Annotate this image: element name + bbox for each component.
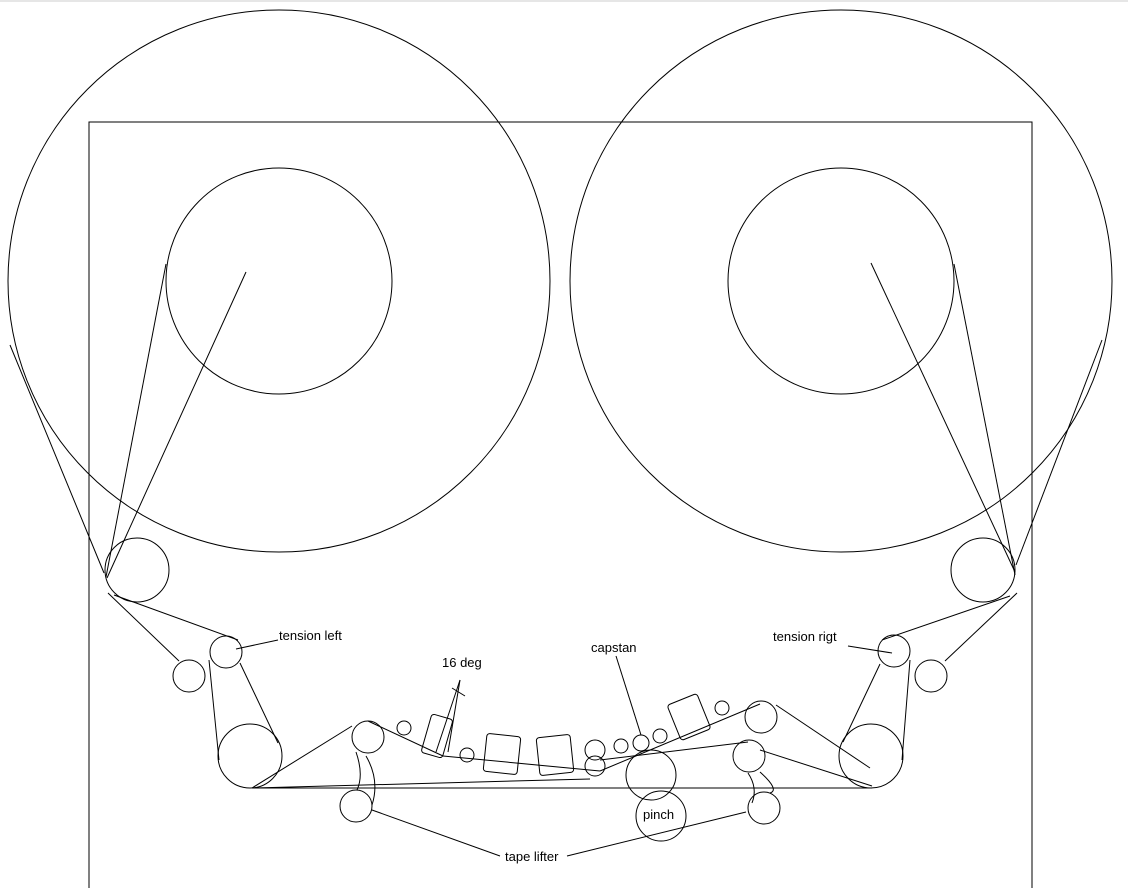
pinch-roller: [636, 791, 686, 841]
tape-path-line: [843, 664, 880, 742]
playback-head: [536, 734, 574, 775]
left-hub-tangent-line: [106, 264, 166, 577]
capstan-flywheel: [626, 750, 676, 800]
tension-left-label: tension left: [279, 628, 342, 643]
right-guide-roller: [951, 538, 1015, 602]
right-lifter-roller-lower: [748, 792, 780, 824]
left-idler-roller: [173, 660, 205, 692]
tape-path-line: [108, 593, 179, 661]
left-tension-roller: [210, 636, 242, 668]
tape-path-line: [760, 750, 872, 786]
left-lifter-roller-upper: [352, 721, 384, 753]
tape-lifter-leader-left: [372, 810, 500, 856]
angle-leader-line: [436, 680, 460, 752]
left-reel-radius-line: [107, 272, 246, 578]
tape-lifter-label: tape lifter: [505, 849, 559, 864]
right-reel-tangent-line: [1016, 340, 1102, 565]
capstan-label: capstan: [591, 640, 637, 655]
left-reel-hub: [166, 168, 392, 394]
tape-path-line: [882, 596, 1010, 640]
right-idler-roller: [915, 660, 947, 692]
tape-path-line: [945, 593, 1017, 661]
tape-lifter-leader-right: [567, 812, 746, 856]
tape-path-line: [240, 663, 278, 743]
right-reel-outer: [570, 10, 1112, 552]
tension-right-leader: [848, 646, 892, 653]
angle-arc-tick: [452, 688, 465, 696]
left-lifter-arc: [356, 752, 360, 790]
tape-path-line: [114, 595, 238, 640]
small-guide: [397, 721, 411, 735]
right-lifter-roller-middle: [733, 740, 765, 772]
right-hub-tangent-line: [954, 264, 1015, 575]
tape-path-line: [443, 756, 600, 771]
capstan-shaft: [633, 735, 649, 751]
angle-label: 16 deg: [442, 655, 482, 670]
tape-path-line: [600, 742, 748, 760]
tape-path-line: [252, 779, 590, 788]
right-lifter-roller-upper: [745, 701, 777, 733]
small-guide: [653, 729, 667, 743]
record-head: [483, 733, 521, 774]
left-lifter-arc: [366, 756, 375, 805]
tape-path-line: [776, 705, 870, 768]
left-large-guide-roller: [218, 724, 282, 788]
right-reel-radius-line: [871, 263, 1015, 572]
left-reel-outer: [8, 10, 550, 552]
tension-right-label: tension rigt: [773, 629, 837, 644]
top-border: [0, 0, 1128, 2]
small-guide: [460, 748, 474, 762]
right-lifter-arc: [748, 773, 754, 803]
small-guide: [585, 756, 605, 776]
small-guide: [585, 740, 605, 760]
pinch-label: pinch: [643, 807, 674, 822]
right-lifter-arc: [760, 772, 773, 793]
right-reel-hub: [728, 168, 954, 394]
right-head: [667, 693, 711, 740]
tape-path-line: [209, 660, 219, 760]
tape-path-line: [902, 660, 910, 760]
angle-leader-line: [448, 680, 460, 752]
erase-head: [421, 714, 453, 759]
small-guide: [715, 701, 729, 715]
deck-outline: [89, 122, 1032, 888]
left-lifter-roller-lower: [340, 790, 372, 822]
left-guide-roller: [105, 538, 169, 602]
capstan-leader: [616, 656, 641, 735]
tape-path-line: [252, 726, 352, 788]
left-reel-tangent-line: [10, 345, 104, 573]
tension-left-leader: [236, 640, 278, 649]
small-guide: [614, 739, 628, 753]
